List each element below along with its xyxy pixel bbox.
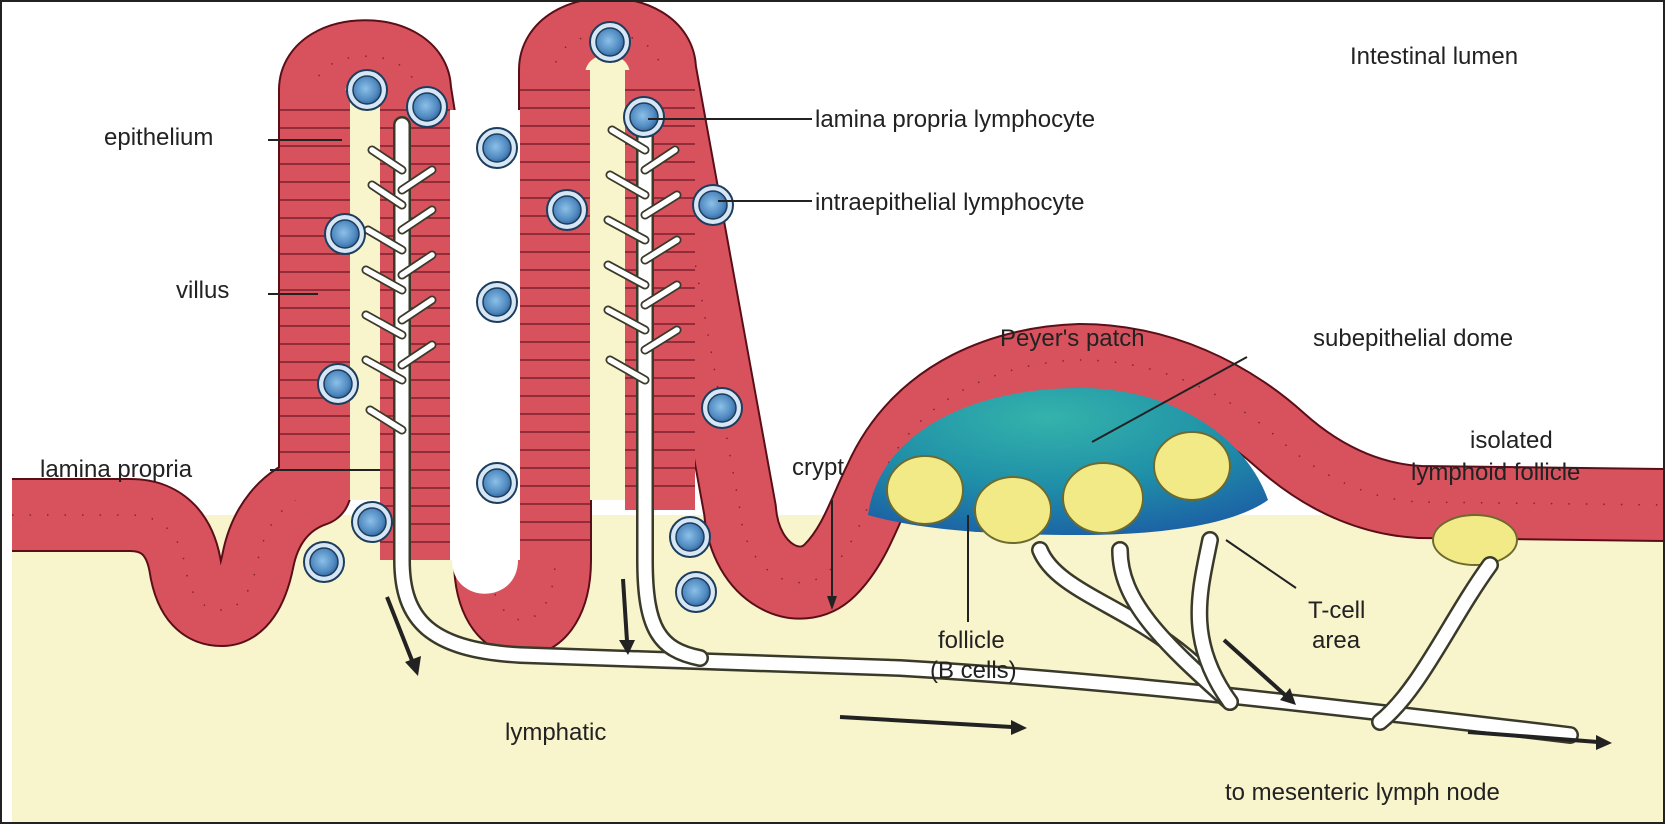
intraepithelial-lymphocyte	[477, 128, 517, 168]
label-peyers-patch: Peyer's patch	[1000, 325, 1145, 352]
label-lamina-propria-lymphocyte: lamina propria lymphocyte	[815, 106, 1095, 133]
crypt-gap-1-epi	[452, 112, 518, 594]
label-crypt: crypt	[792, 454, 844, 481]
villus-1-core	[350, 71, 380, 500]
intraepithelial-lymphocyte	[325, 214, 365, 254]
lamina-propria-lymphocyte	[676, 572, 716, 612]
lamina-propria-lymphocyte	[352, 502, 392, 542]
intraepithelial-lymphocyte	[590, 22, 630, 62]
label-intestinal-lumen: Intestinal lumen	[1350, 43, 1518, 70]
label-subepithelial-dome: subepithelial dome	[1313, 325, 1513, 352]
label-isolated-follicle-1: isolated	[1470, 427, 1553, 454]
label-intraepithelial-lymphocyte: intraepithelial lymphocyte	[815, 189, 1084, 216]
label-lamina-propria: lamina propria	[40, 456, 193, 483]
label-tcell: T-cell	[1308, 597, 1365, 624]
label-to-lymph-node: to mesenteric lymph node	[1225, 779, 1500, 806]
label-epithelium: epithelium	[104, 124, 213, 151]
label-tcell-area: area	[1312, 627, 1361, 654]
follicle-3	[1063, 463, 1143, 533]
lamina-propria-lymphocyte	[624, 97, 664, 137]
follicle-4	[1154, 432, 1230, 500]
intraepithelial-lymphocyte	[318, 364, 358, 404]
lamina-propria-lymphocyte	[670, 517, 710, 557]
intraepithelial-lymphocyte	[547, 190, 587, 230]
follicle-2	[975, 477, 1051, 543]
label-follicle: follicle	[938, 627, 1005, 654]
isolated-lymphoid-follicle	[1433, 515, 1517, 565]
label-lymphatic: lymphatic	[505, 719, 606, 746]
intraepithelial-lymphocyte	[477, 282, 517, 322]
label-isolated-follicle-2: lymphoid follicle	[1411, 459, 1580, 486]
lamina-propria-lymphocyte	[407, 87, 447, 127]
intraepithelial-lymphocyte	[477, 463, 517, 503]
label-b-cells: (B cells)	[930, 657, 1017, 684]
label-villus: villus	[176, 277, 229, 304]
intraepithelial-lymphocyte	[693, 185, 733, 225]
intraepithelial-lymphocyte	[347, 70, 387, 110]
intraepithelial-lymphocyte	[702, 388, 742, 428]
lamina-propria-lymphocyte	[304, 542, 344, 582]
follicle-1	[887, 456, 963, 524]
